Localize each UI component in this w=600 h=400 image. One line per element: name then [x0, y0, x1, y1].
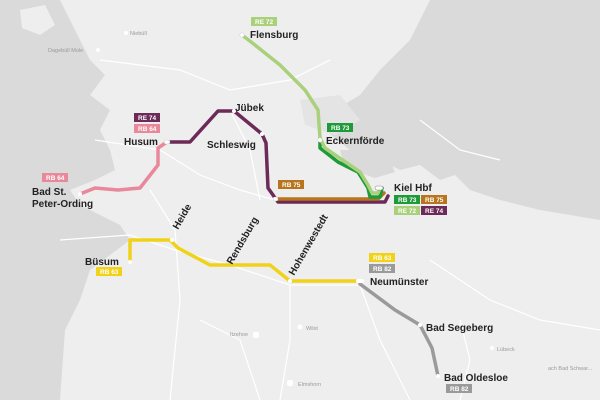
station-luebeck[interactable] [490, 346, 494, 350]
station-itzehoe[interactable] [253, 332, 259, 338]
line-rb64 [78, 140, 169, 196]
badge-re74-husum[interactable]: RE 74 [134, 113, 160, 122]
line-badges: RE 72 RE 74 RB 64 RB 64 RB 73 RB 75 RB 7… [42, 17, 472, 393]
badge-rb63-neumuenster[interactable]: RB 63 [369, 253, 395, 262]
svg-text:RE 74: RE 74 [138, 115, 156, 122]
label-wilst: Wilst [306, 326, 318, 332]
station-hohenwestedt[interactable] [288, 279, 292, 283]
label-eckernfoerde: Eckernförde [326, 136, 385, 147]
station-buesum[interactable] [128, 260, 132, 264]
badge-rb82-bad-oldesloe[interactable]: RB 82 [446, 384, 472, 393]
station-bad-segeberg[interactable] [418, 323, 422, 327]
label-dagebuell: Dagebüll Mole [48, 48, 83, 54]
line-re74 [165, 109, 390, 204]
line-re72 [240, 33, 382, 195]
svg-text:RB 64: RB 64 [138, 126, 157, 133]
label-bad-st-peter-1: Bad St. [32, 187, 67, 198]
svg-text:RE 74: RE 74 [425, 208, 443, 215]
svg-text:RB 73: RB 73 [331, 125, 350, 132]
badge-rb75-rendsburg[interactable]: RB 75 [278, 180, 304, 189]
svg-text:RB 82: RB 82 [450, 386, 469, 393]
badge-rb64-bad-st-peter[interactable]: RB 64 [42, 173, 68, 182]
badge-rb75-kiel[interactable]: RB 75 [421, 195, 447, 204]
label-bad-segeberg: Bad Segeberg [426, 323, 493, 334]
station-husum[interactable] [163, 139, 171, 145]
station-dagebuell[interactable] [96, 48, 100, 52]
badge-rb63-buesum[interactable]: RB 63 [96, 267, 122, 276]
label-bad-oldesloe: Bad Oldesloe [444, 373, 508, 384]
station-kiel[interactable] [374, 185, 384, 191]
svg-text:RB 75: RB 75 [425, 197, 444, 204]
station-rendsburg[interactable] [272, 196, 279, 202]
svg-text:RB 63: RB 63 [373, 255, 392, 262]
svg-text:RB 75: RB 75 [282, 182, 301, 189]
label-elmshorn: Elmshorn [298, 382, 321, 388]
badge-re74-kiel[interactable]: RE 74 [421, 206, 447, 215]
station-elmshorn[interactable] [287, 380, 293, 386]
station-niebuell[interactable] [124, 31, 128, 35]
station-schleswig[interactable] [260, 132, 264, 136]
station-heide[interactable] [170, 238, 174, 242]
station-wilst[interactable] [297, 324, 303, 330]
station-neumuenster[interactable] [356, 279, 364, 283]
label-luebeck: Lübeck [497, 347, 515, 353]
label-bad-schwartau: ach Bad Schwar... [548, 366, 593, 372]
stations [78, 31, 494, 386]
station-flensburg[interactable] [239, 32, 245, 38]
badge-re72-flensburg[interactable]: RE 72 [251, 17, 277, 26]
sea-inlet [340, 150, 395, 178]
badge-re73-kiel[interactable]: RB 73 [394, 195, 420, 204]
badge-re73-eckernfoerde[interactable]: RB 73 [327, 123, 353, 132]
badge-rb64-husum[interactable]: RB 64 [134, 124, 160, 133]
label-itzehoe: Itzehoe [230, 332, 248, 338]
label-flensburg: Flensburg [250, 30, 298, 41]
label-bad-st-peter-2: Peter-Ording [32, 199, 93, 210]
label-schleswig: Schleswig [207, 140, 256, 151]
label-niebuell: Niebüll [130, 31, 147, 37]
station-eckernfoerde[interactable] [317, 137, 323, 143]
badge-re72-kiel[interactable]: RE 72 [394, 206, 420, 215]
label-husum: Husum [124, 137, 158, 148]
small-place-labels: Niebüll Dagebüll Mole Itzehoe Wilst Elms… [48, 31, 593, 388]
station-bad-st-peter[interactable] [78, 192, 82, 196]
label-buesum: Büsum [85, 257, 119, 268]
svg-text:RB 64: RB 64 [46, 175, 65, 182]
rail-lines [78, 33, 440, 378]
region-borders [59, 59, 600, 400]
svg-text:RB 63: RB 63 [100, 269, 119, 276]
line-rb63 [128, 238, 362, 283]
station-juebek[interactable] [232, 109, 236, 113]
svg-text:RE 72: RE 72 [255, 19, 273, 26]
label-kiel: Kiel Hbf [394, 183, 432, 194]
svg-text:RB 82: RB 82 [373, 266, 392, 273]
label-juebek: Jübek [235, 103, 264, 114]
station-bad-oldesloe[interactable] [436, 374, 440, 378]
svg-text:RE 72: RE 72 [398, 208, 416, 215]
badge-rb82-neumuenster[interactable]: RB 82 [369, 264, 395, 273]
island-north [20, 5, 55, 35]
label-neumuenster: Neumünster [370, 277, 428, 288]
svg-text:RB 73: RB 73 [398, 197, 417, 204]
